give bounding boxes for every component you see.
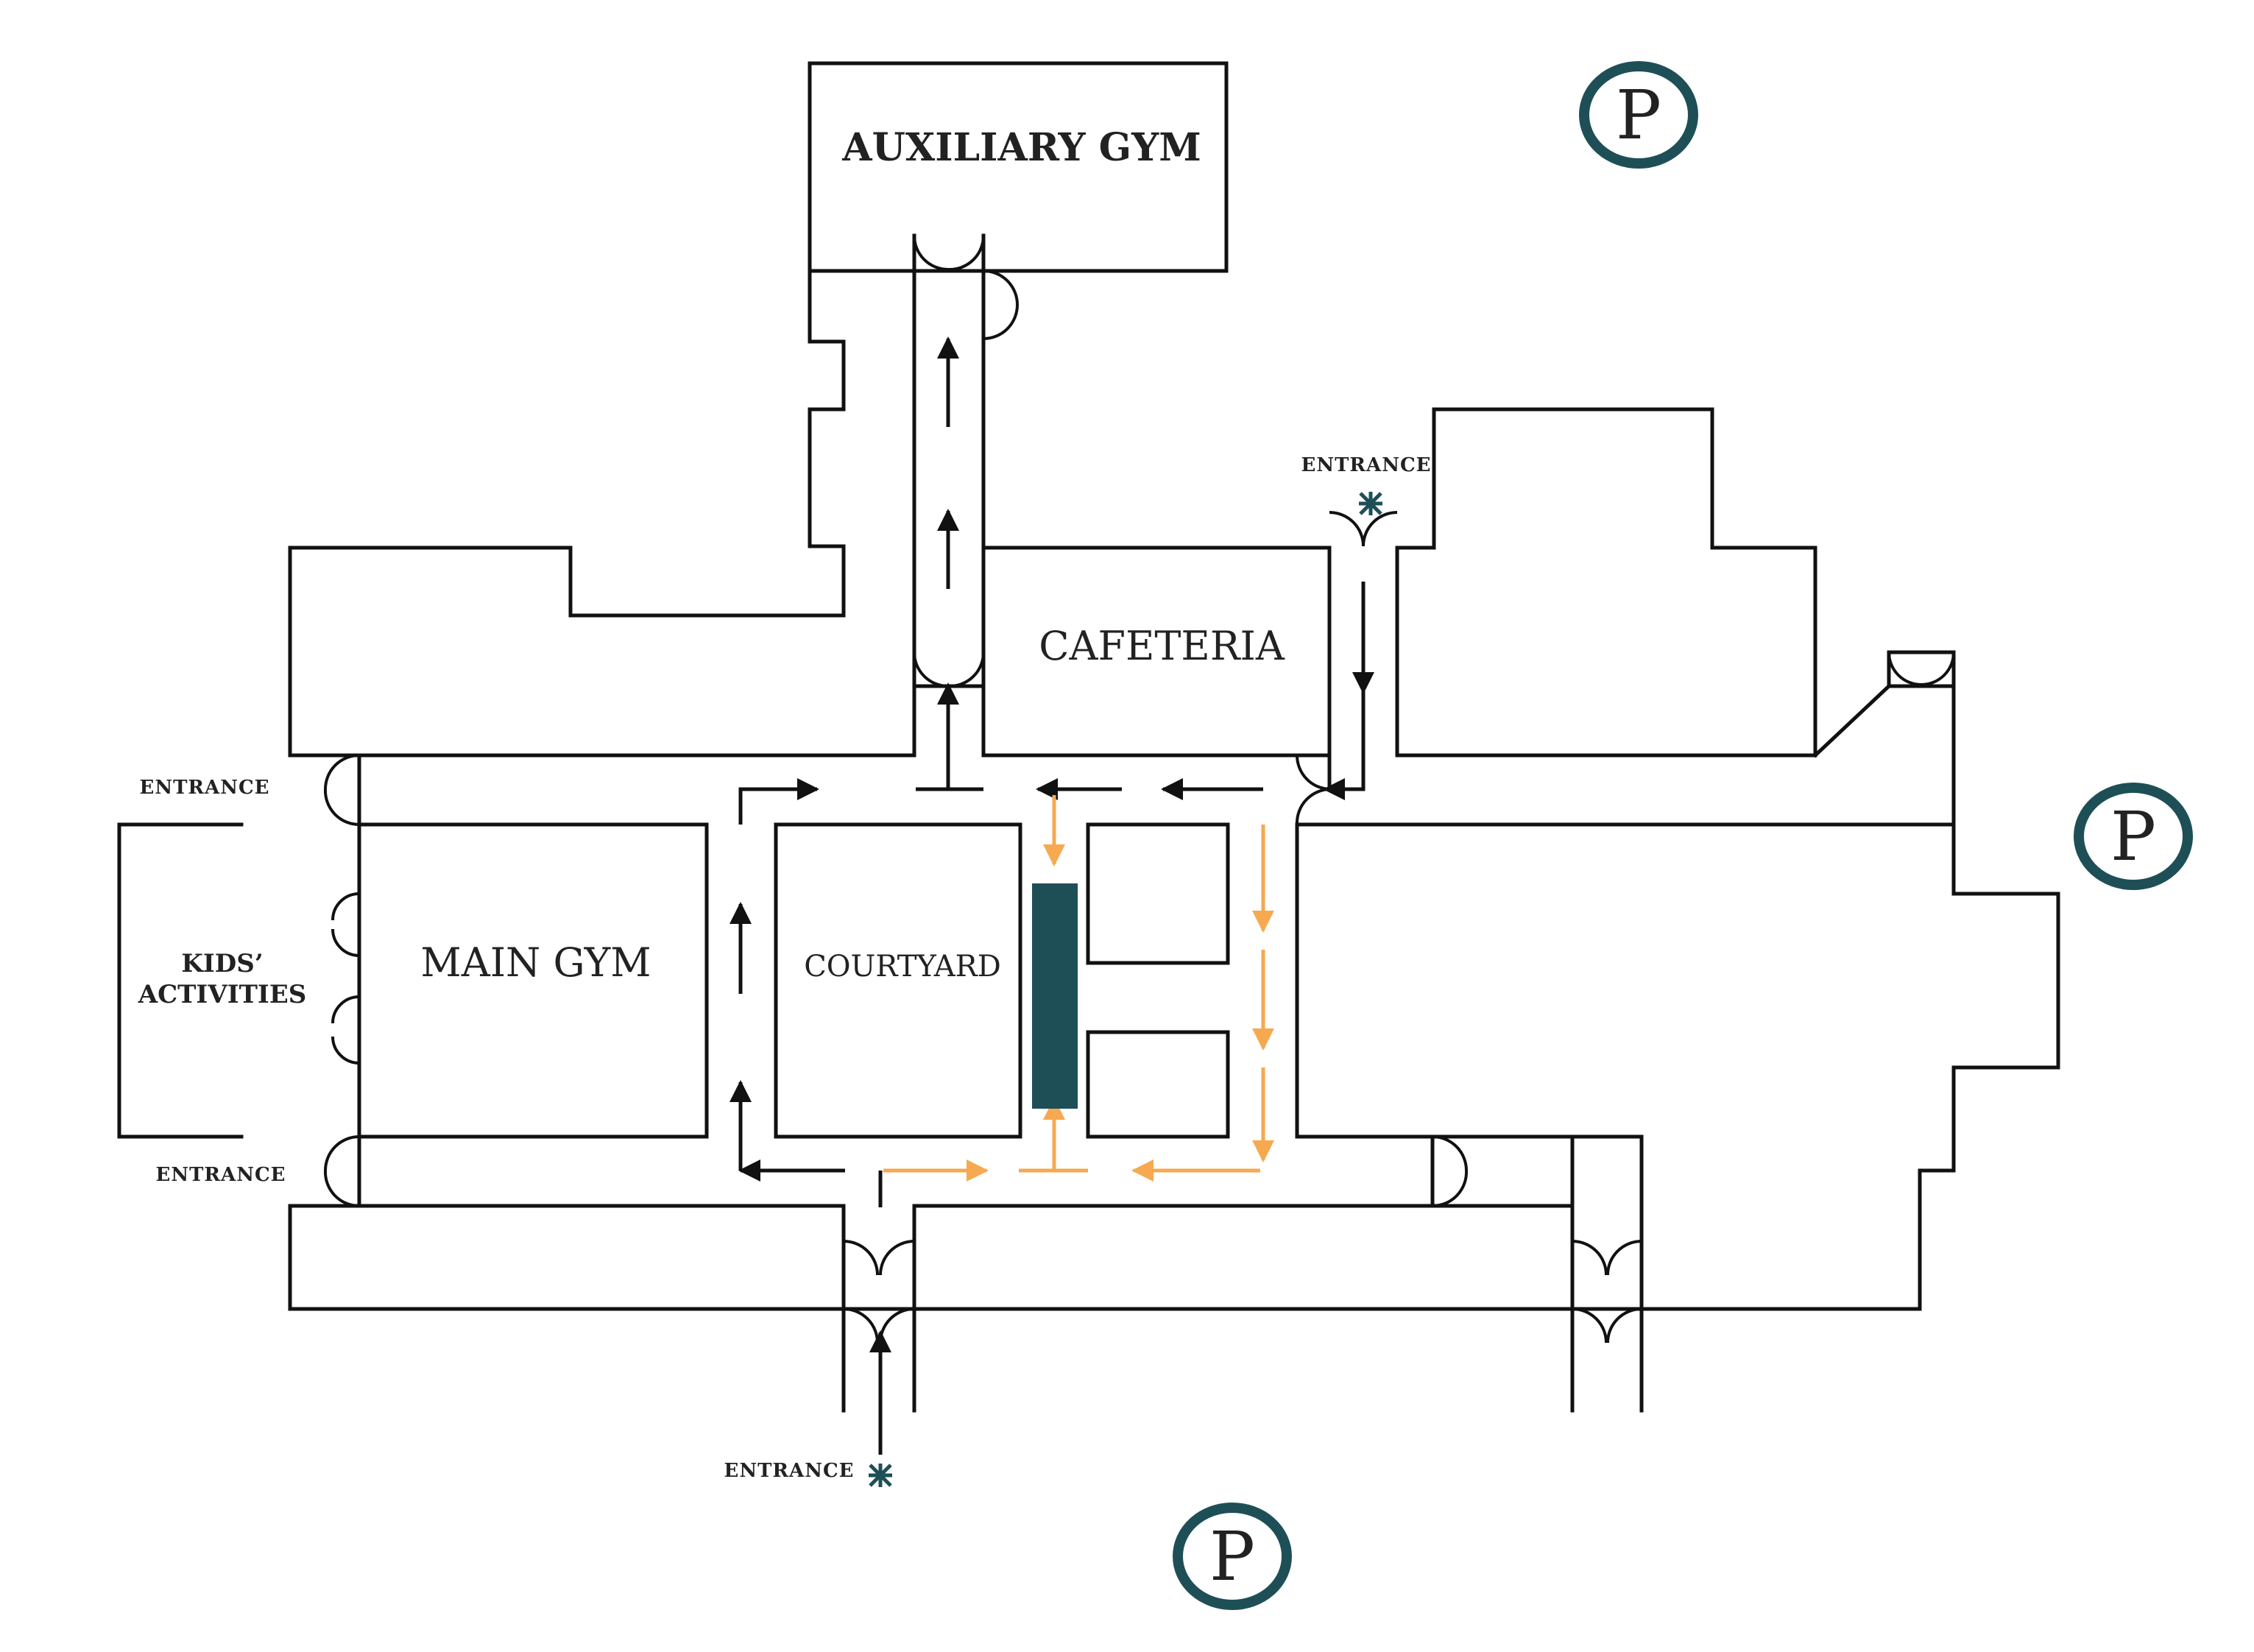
auxiliary-gym-label: AUXILIARY GYM — [841, 125, 1201, 170]
parking-letter: P — [1209, 1517, 1255, 1596]
parking-icon: P — [1173, 1503, 1292, 1610]
entrance-label-left-lower: ENTRANCE — [156, 1164, 286, 1186]
parking-letter: P — [2110, 797, 2156, 876]
route-secondary — [883, 795, 1274, 1182]
entrance-label-bottom: ENTRANCE — [724, 1460, 855, 1482]
courtyard-label: COURTYARD — [804, 950, 1001, 984]
entrance-marker-icon — [1359, 492, 1382, 515]
parking-icon: P — [2074, 783, 2193, 890]
main-gym-label: MAIN GYM — [420, 939, 651, 986]
parking-icon: P — [1579, 61, 1698, 169]
entrance-marker-icon — [869, 1464, 892, 1487]
entrance-label-top: ENTRANCE — [1301, 454, 1432, 476]
courtyard-room — [774, 822, 1022, 1139]
parking-letter: P — [1616, 76, 1661, 155]
doors — [323, 235, 1955, 1344]
main-gym-room — [357, 822, 709, 1139]
building-walls — [117, 61, 2060, 1413]
cafeteria-label: CAFETERIA — [1039, 623, 1285, 669]
route-primary — [729, 336, 1374, 1455]
kids-activities-label-line1: KIDS’ — [181, 949, 263, 978]
entrance-label-left-upper: ENTRANCE — [140, 777, 270, 799]
courtyard-feature-block — [1032, 883, 1078, 1109]
kids-activities-label-line2: ACTIVITIES — [138, 980, 307, 1009]
kids-activities-room — [117, 822, 244, 1139]
auxiliary-gym-room — [808, 61, 1229, 273]
